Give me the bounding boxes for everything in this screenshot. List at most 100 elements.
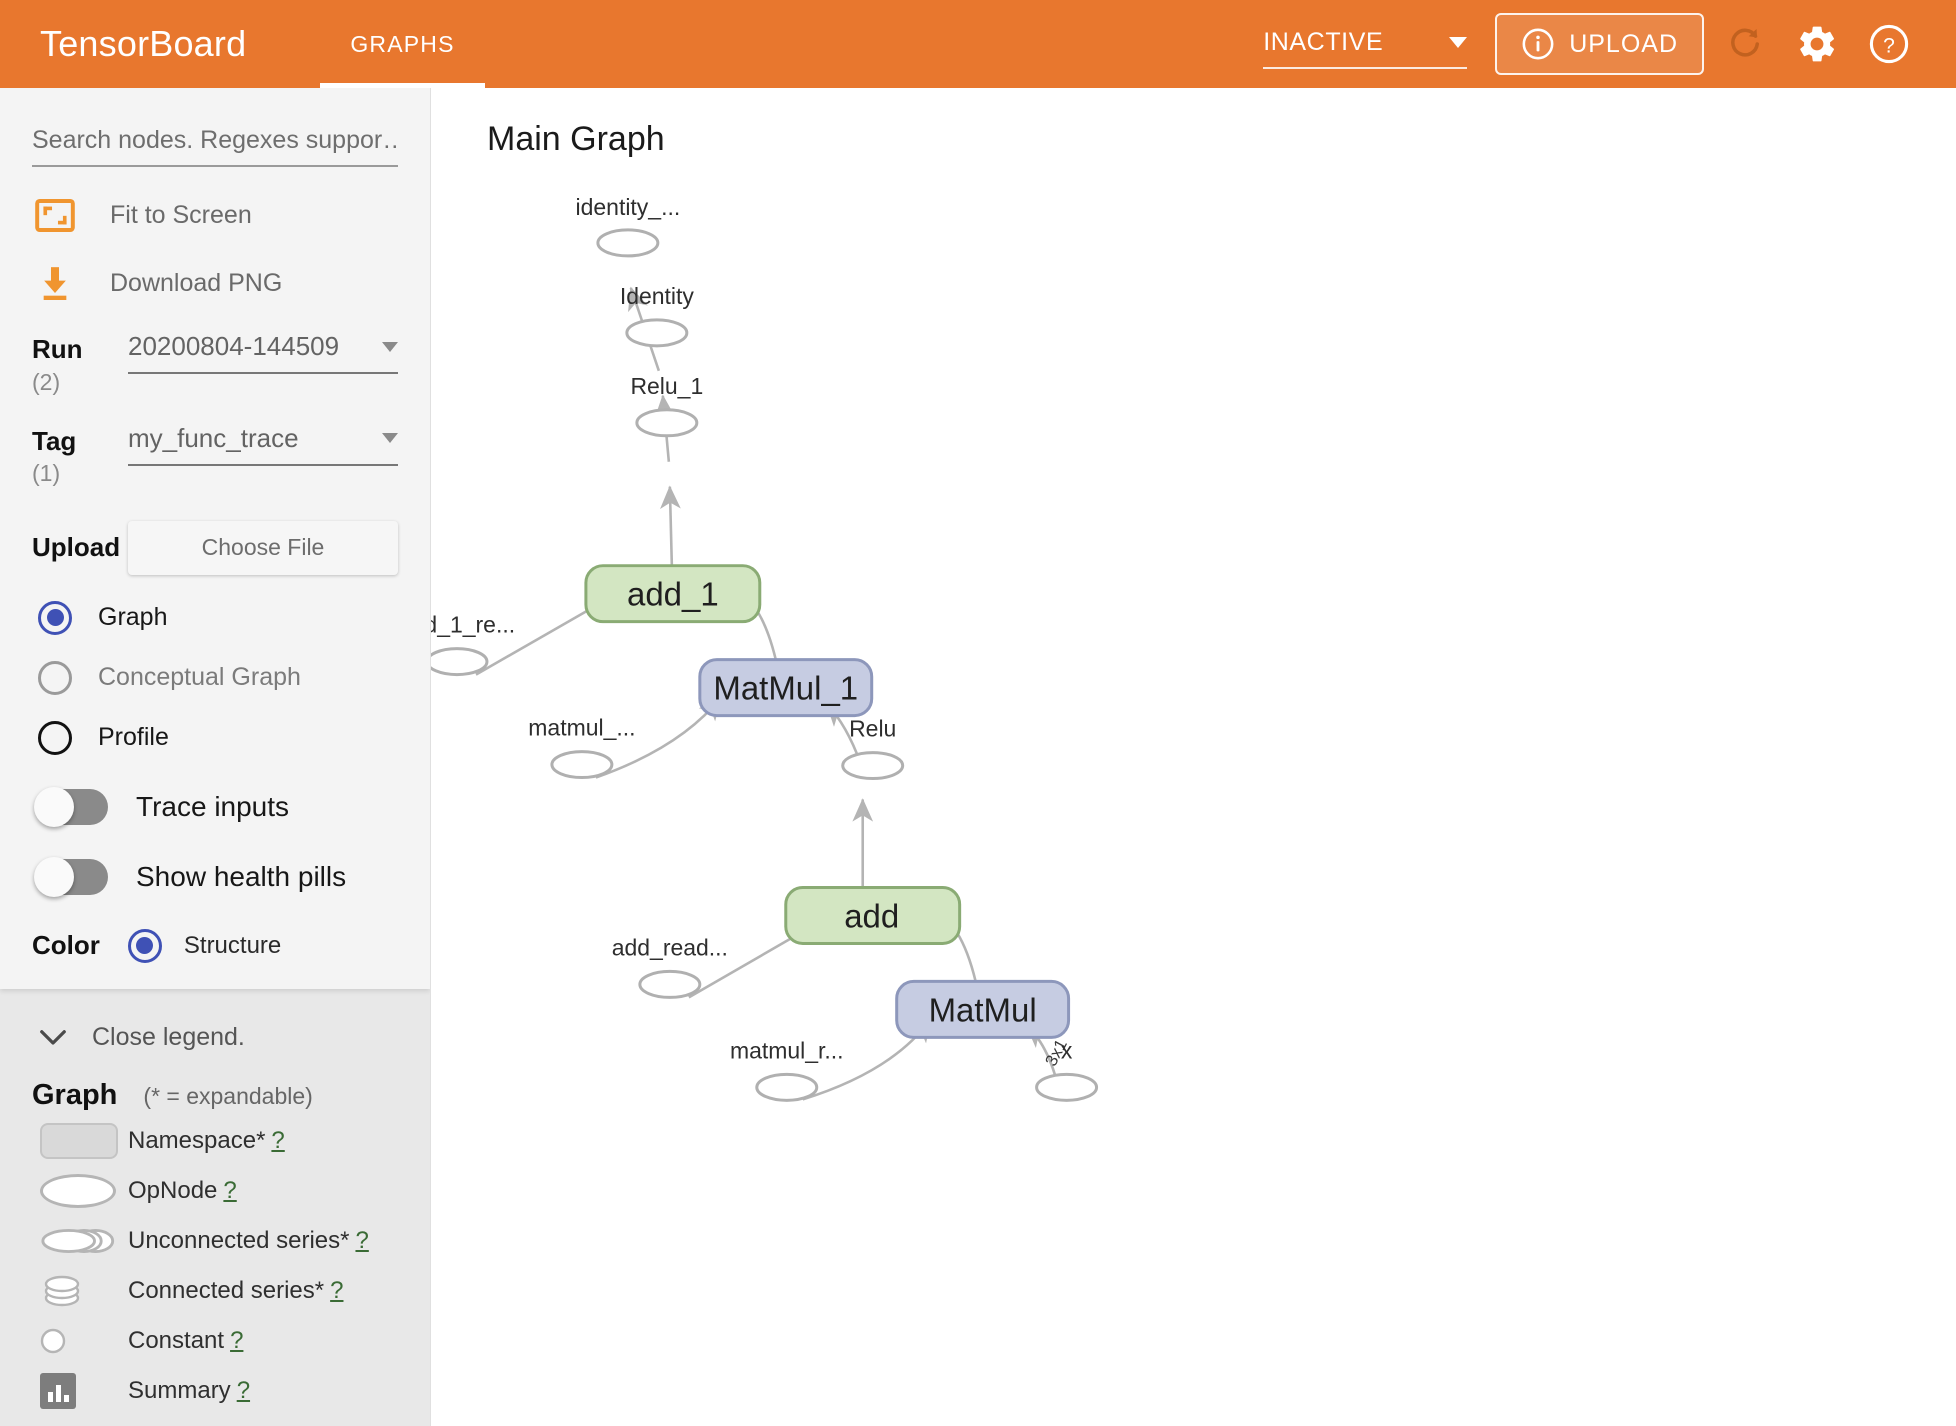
node-x[interactable]: x [1035, 1037, 1099, 1102]
unconnected-series-swatch-icon [32, 1221, 128, 1261]
app-body: Fit to Screen Download PNG Run [0, 88, 1956, 1426]
node-identity-shape[interactable] [625, 318, 689, 348]
node-identity-out-shape[interactable] [596, 228, 660, 258]
node-relu-1[interactable]: Relu_1 [630, 373, 703, 438]
node-matmul-1-read[interactable]: matmul_... [528, 715, 636, 780]
summary-swatch-icon [32, 1371, 128, 1411]
fit-to-screen-action[interactable]: Fit to Screen [32, 195, 398, 235]
graph-nodes[interactable]: identity_... Identity Relu_1 add_1 [431, 194, 1099, 1102]
node-add[interactable]: add [784, 885, 962, 945]
node-matmul[interactable]: MatMul [895, 979, 1071, 1039]
node-x-shape[interactable] [1035, 1072, 1099, 1102]
toggle-show-health-pills[interactable]: Show health pills [32, 856, 398, 897]
node-add-1-read-shape[interactable] [431, 647, 489, 677]
legend-item-connected-series-label: Connected series*? [128, 1276, 344, 1304]
legend-item-namespace-label: Namespace*? [128, 1126, 285, 1154]
node-matmul-1-read-shape[interactable] [550, 750, 614, 780]
graph-svg[interactable]: 3x1 identity_... Identity Relu_1 [431, 88, 1956, 1426]
close-legend-button[interactable]: Close legend. [32, 1023, 398, 1053]
legend-hint: (* = expandable) [143, 1082, 313, 1109]
radio-profile[interactable]: Profile [32, 720, 398, 755]
run-status-value: INACTIVE [1263, 27, 1384, 56]
legend-item-namespace: Namespace*? [32, 1120, 398, 1162]
constant-swatch-icon [32, 1321, 128, 1361]
radio-conceptual-graph[interactable]: Conceptual Graph [32, 660, 398, 695]
help-link[interactable]: ? [271, 1126, 285, 1154]
help-link[interactable]: ? [355, 1226, 369, 1254]
legend-item-constant-label: Constant? [128, 1326, 244, 1354]
node-add-1-shape[interactable] [584, 564, 762, 624]
node-identity-out[interactable]: identity_... [576, 194, 681, 258]
run-select[interactable]: 20200804-144509 [128, 331, 398, 374]
run-label-wrap: Run (2) [32, 331, 128, 395]
radio-graph-indicator [38, 600, 72, 635]
legend-item-constant: Constant? [32, 1320, 398, 1362]
radio-color-structure-indicator[interactable] [127, 928, 162, 963]
node-identity[interactable]: Identity [620, 283, 695, 348]
node-relu[interactable]: Relu [841, 716, 905, 781]
tag-label: Tag [32, 425, 77, 456]
color-section: Color Structure [32, 928, 398, 971]
toggle-trace-inputs[interactable]: Trace inputs [32, 786, 398, 827]
search-input[interactable] [32, 126, 398, 167]
help-link[interactable]: ? [236, 1376, 251, 1404]
run-status-dropdown[interactable]: INACTIVE [1263, 27, 1468, 69]
node-matmul-read-shape[interactable] [755, 1072, 819, 1102]
settings-button[interactable] [1786, 13, 1848, 75]
node-matmul-1[interactable]: MatMul_1 [698, 658, 874, 718]
legend-panel: Close legend. Graph (* = expandable) Nam… [0, 988, 430, 1426]
node-relu-1-shape[interactable] [635, 408, 699, 438]
graph-title: Main Graph [487, 120, 665, 158]
connected-series-swatch-icon [32, 1271, 128, 1311]
node-matmul-1-shape[interactable] [698, 658, 874, 718]
run-value: 20200804-144509 [128, 331, 340, 361]
toggle-trace-inputs-label: Trace inputs [136, 790, 290, 822]
help-icon: ? [1869, 24, 1909, 64]
sidebar-controls: Fit to Screen Download PNG Run [0, 88, 430, 989]
tab-graphs[interactable]: GRAPHS [320, 0, 486, 88]
toggle-knob [34, 786, 74, 827]
node-matmul-1-label: MatMul_1 [713, 670, 858, 707]
graph-canvas[interactable]: Main Graph [431, 88, 1956, 1426]
run-count: (2) [32, 368, 61, 395]
help-link[interactable]: ? [330, 1276, 344, 1304]
toggle-show-health-pills-label: Show health pills [136, 860, 347, 892]
node-add-1[interactable]: add_1 [584, 564, 762, 624]
toggle-trace-inputs-switch[interactable] [34, 786, 108, 827]
nav-tabs: GRAPHS [320, 0, 486, 88]
node-relu-shape[interactable] [841, 751, 905, 781]
gear-icon [1800, 26, 1834, 62]
refresh-button[interactable] [1714, 13, 1776, 75]
refresh-icon [1731, 28, 1759, 57]
svg-text:?: ? [1883, 34, 1895, 57]
fit-to-screen-icon [32, 195, 78, 235]
help-button[interactable]: ? [1858, 13, 1920, 75]
node-matmul-shape[interactable] [895, 979, 1071, 1039]
choose-file-button[interactable]: Choose File [128, 520, 398, 575]
tag-select[interactable]: my_func_trace [128, 423, 398, 466]
help-link[interactable]: ? [230, 1326, 244, 1354]
tag-label-wrap: Tag (1) [32, 423, 128, 487]
upload-field: Upload Choose File [32, 520, 398, 575]
node-matmul-read[interactable]: matmul_r... [730, 1037, 844, 1102]
node-add-1-read[interactable]: add_1_re... [431, 612, 515, 677]
sidebar: Fit to Screen Download PNG Run [0, 88, 431, 1426]
fit-to-screen-label: Fit to Screen [110, 200, 252, 229]
legend-item-unconnected-series: Unconnected series*? [32, 1220, 398, 1262]
legend-title: Graph [32, 1078, 118, 1111]
tag-field: Tag (1) my_func_trace [32, 423, 398, 487]
help-link[interactable]: ? [223, 1176, 237, 1204]
node-add-read[interactable]: add_read... [612, 934, 728, 999]
color-label: Color [32, 930, 100, 961]
radio-graph[interactable]: Graph [32, 600, 398, 635]
node-add-shape[interactable] [784, 885, 962, 945]
node-add-label: add [844, 897, 899, 934]
upload-button[interactable]: UPLOAD [1495, 13, 1704, 75]
download-png-action[interactable]: Download PNG [32, 263, 398, 303]
radio-color-structure-label: Structure [183, 931, 282, 959]
toggle-show-health-pills-switch[interactable] [34, 856, 108, 897]
legend-item-opnode: OpNode? [32, 1170, 398, 1212]
node-add-read-shape[interactable] [638, 969, 702, 999]
upload-button-label: UPLOAD [1569, 29, 1678, 58]
